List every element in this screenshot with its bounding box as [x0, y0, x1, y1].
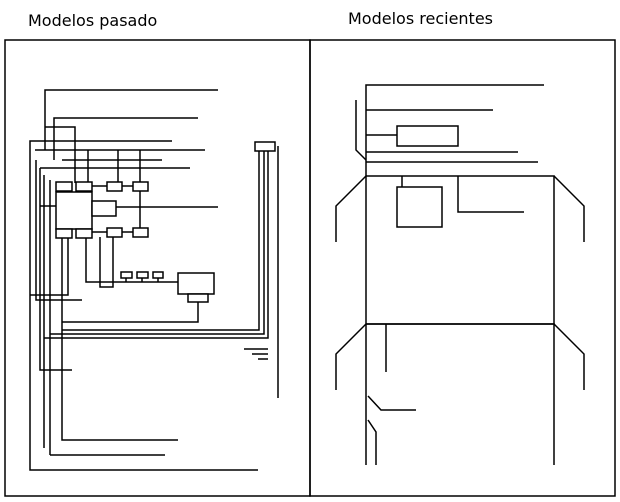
past-component: [177, 272, 215, 295]
right-panel-title: Modelos recientes: [348, 9, 493, 28]
past-bundle-1: [62, 151, 260, 331]
past-wire-low-3: [30, 238, 69, 296]
recent-module: [396, 125, 459, 147]
recent-lower-block-right: [366, 323, 555, 465]
past-component-base: [187, 293, 209, 303]
recent-wire-left: [355, 100, 367, 161]
past-wire-low-4: [35, 160, 82, 301]
recent-upper-left-arm: [335, 175, 367, 242]
past-conn-2: [136, 271, 149, 279]
recent-lower-right-arm: [553, 323, 585, 390]
past-wire-low-2: [99, 237, 114, 288]
past-box-a1: [55, 181, 73, 192]
past-box-b2: [75, 228, 93, 239]
recent-lower-left-arm: [335, 323, 367, 390]
past-box-a3: [106, 181, 123, 192]
past-bundle-2: [50, 151, 265, 335]
recent-box: [396, 186, 443, 228]
recent-upper-block: [365, 175, 555, 325]
past-wire-2: [53, 117, 198, 160]
recent-model-diagram: [309, 39, 616, 497]
past-conn-1: [120, 271, 133, 279]
past-box-a4: [132, 181, 149, 192]
recent-model-frame: [309, 39, 616, 497]
past-model-diagram: [4, 39, 311, 497]
past-central-block: [55, 191, 93, 230]
past-wire-low-1: [85, 238, 178, 283]
past-box-b4: [132, 227, 149, 238]
recent-wire-low-1: [367, 395, 416, 411]
past-wire-outer-left: [29, 140, 258, 471]
past-wire-long-bottom: [61, 238, 178, 441]
past-wire-left-1: [39, 168, 72, 371]
recent-upper-right-arm: [553, 175, 585, 242]
past-box-a2: [75, 181, 93, 192]
recent-wire-inner: [457, 176, 524, 213]
left-panel-title: Modelos pasado: [28, 11, 158, 30]
recent-wire-low-2: [367, 419, 377, 465]
past-wire-top: [44, 89, 218, 150]
past-wire-comp: [62, 302, 199, 323]
past-wire-3: [45, 126, 76, 183]
recent-wire-top: [365, 84, 544, 176]
past-box-b3: [106, 227, 123, 238]
past-side-block: [91, 200, 117, 217]
past-box-b1: [55, 228, 73, 239]
past-bundle-3: [44, 151, 269, 339]
past-conn-3: [152, 271, 164, 279]
past-right-connector: [254, 141, 276, 152]
